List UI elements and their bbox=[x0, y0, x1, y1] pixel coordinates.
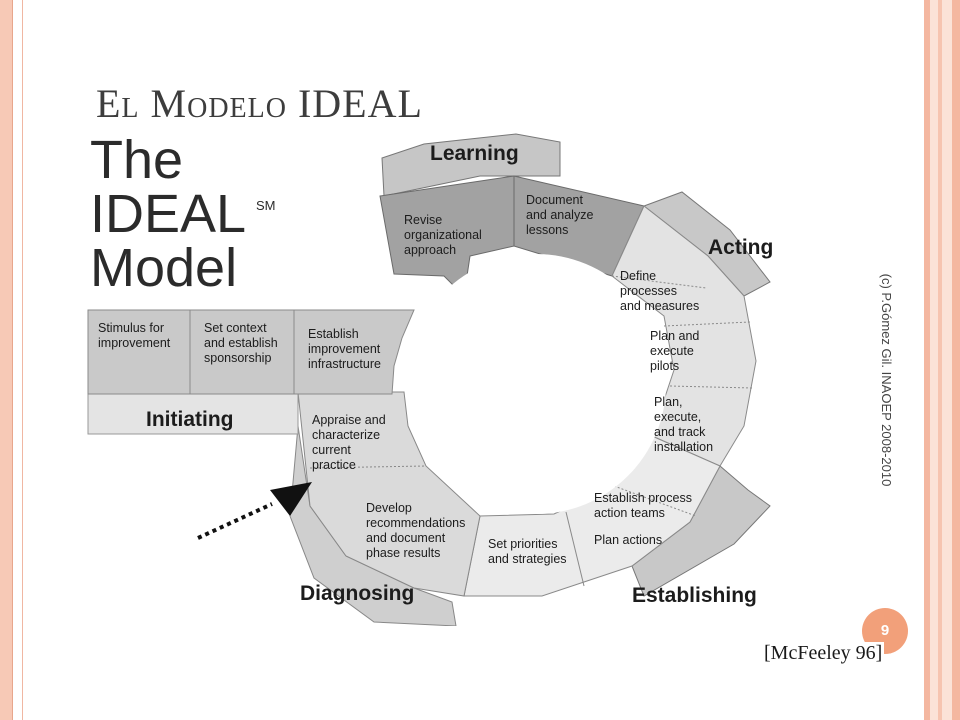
learning-sector bbox=[379, 175, 645, 298]
service-mark: SM bbox=[256, 198, 276, 213]
slide-frame-left bbox=[0, 0, 13, 720]
box-establish-teams: Establish process action teams bbox=[594, 491, 695, 520]
acting-divider-3 bbox=[669, 385, 753, 389]
diagnosing-sector bbox=[297, 391, 481, 597]
box-develop: Develop recommendations and document pha… bbox=[366, 501, 469, 560]
entry-arrow-line bbox=[197, 502, 273, 540]
stimulus-cell bbox=[87, 309, 191, 395]
ideal-model-diagram: The IDEAL SM Model Learning Acting Estab… bbox=[87, 130, 773, 626]
box-document: Document and analyze lessons bbox=[526, 193, 597, 237]
box-stimulus: Stimulus for improvement bbox=[98, 321, 171, 350]
box-revise: Revise organizational approach bbox=[404, 213, 485, 257]
box-plan-track: Plan, execute, and track installation bbox=[654, 395, 713, 454]
box-set-context: Set context and establish sponsorship bbox=[204, 321, 281, 365]
box-plan-actions: Plan actions bbox=[594, 533, 662, 547]
phase-label-learning: Learning bbox=[430, 142, 519, 165]
phase-label-acting: Acting bbox=[708, 236, 773, 259]
citation: [McFeeley 96] bbox=[762, 642, 885, 665]
phase-label-establishing: Establishing bbox=[632, 584, 757, 607]
entry-arrow-head bbox=[270, 482, 312, 516]
copyright-note: (c) P.Gómez Gil. INAOEP 2008-2010 bbox=[879, 273, 894, 487]
cycle-center bbox=[406, 254, 666, 514]
context-cell bbox=[189, 309, 295, 395]
box-establish-infrastructure: Establish improvement infrastructure bbox=[308, 327, 384, 371]
diagnosing-divider bbox=[309, 465, 427, 469]
establishing-divider-1 bbox=[613, 485, 697, 517]
box-appraise: Appraise and characterize current practi… bbox=[312, 413, 389, 472]
slide-decoration-stripes bbox=[918, 0, 960, 720]
diagram-title-line-3: Model bbox=[90, 238, 237, 298]
diagram-title-line-2: IDEAL bbox=[90, 184, 246, 244]
box-plan-pilots: Plan and execute pilots bbox=[650, 329, 703, 373]
box-priorities: Set priorities and strategies bbox=[488, 537, 567, 566]
box-define: Define processes and measures bbox=[620, 269, 699, 313]
establishing-divider-2 bbox=[565, 511, 585, 587]
phase-label-diagnosing: Diagnosing bbox=[300, 582, 414, 605]
slide-title: El Modelo IDEAL bbox=[96, 81, 423, 126]
phase-label-initiating: Initiating bbox=[146, 408, 234, 431]
diagram-title-line-1: The bbox=[90, 130, 183, 190]
infrastructure-cell bbox=[293, 309, 415, 395]
